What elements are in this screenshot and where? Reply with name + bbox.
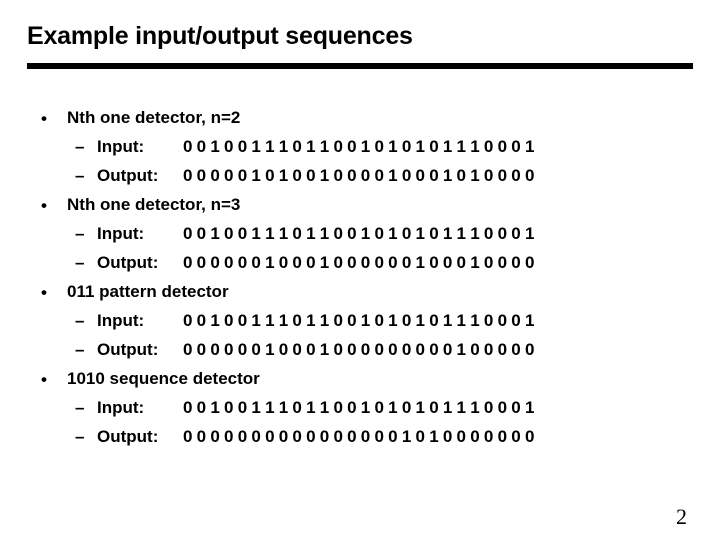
output-label: Output: — [97, 253, 159, 272]
bullet-heading: Nth one detector, n=3 — [67, 195, 241, 214]
output-label: Output: — [97, 166, 159, 185]
input-label: Input: — [97, 224, 145, 243]
input-label: Input: — [97, 311, 145, 330]
output-row: – Output: 0 0 0 0 0 0 0 0 0 0 0 0 0 0 0 … — [0, 427, 720, 456]
bullet-dot-icon: • — [41, 283, 47, 302]
dash-icon: – — [75, 398, 85, 417]
input-bits: 0 0 1 0 0 1 1 1 0 1 1 0 0 1 0 1 0 1 0 1 … — [183, 311, 535, 330]
bullet-dot-icon: • — [41, 370, 47, 389]
output-bits: 0 0 0 0 0 0 1 0 0 0 1 0 0 0 0 0 0 0 0 0 … — [183, 340, 535, 359]
output-row: – Output: 0 0 0 0 0 0 1 0 0 0 1 0 0 0 0 … — [0, 340, 720, 369]
output-bits: 0 0 0 0 0 0 1 0 0 0 1 0 0 0 0 0 0 1 0 0 … — [183, 253, 535, 272]
title-underline-rule — [27, 63, 693, 69]
input-row: – Input: 0 0 1 0 0 1 1 1 0 1 1 0 0 1 0 1… — [0, 224, 720, 253]
output-bits: 0 0 0 0 0 0 0 0 0 0 0 0 0 0 0 0 1 0 1 0 … — [183, 427, 535, 446]
dash-icon: – — [75, 340, 85, 359]
input-bits: 0 0 1 0 0 1 1 1 0 1 1 0 0 1 0 1 0 1 0 1 … — [183, 398, 535, 417]
bullet-heading: 011 pattern detector — [67, 282, 229, 301]
input-row: – Input: 0 0 1 0 0 1 1 1 0 1 1 0 0 1 0 1… — [0, 137, 720, 166]
bullet-dot-icon: • — [41, 109, 47, 128]
output-row: – Output: 0 0 0 0 0 0 1 0 0 0 1 0 0 0 0 … — [0, 253, 720, 282]
output-bits: 0 0 0 0 0 1 0 1 0 0 1 0 0 0 0 1 0 0 0 1 … — [183, 166, 535, 185]
input-bits: 0 0 1 0 0 1 1 1 0 1 1 0 0 1 0 1 0 1 0 1 … — [183, 137, 535, 156]
dash-icon: – — [75, 166, 85, 185]
page-number: 2 — [676, 504, 687, 529]
bullet-1010-sequence: • 1010 sequence detector — [0, 369, 720, 398]
bullet-011-pattern: • 011 pattern detector — [0, 282, 720, 311]
dash-icon: – — [75, 253, 85, 272]
input-row: – Input: 0 0 1 0 0 1 1 1 0 1 1 0 0 1 0 1… — [0, 398, 720, 427]
dash-icon: – — [75, 137, 85, 156]
output-label: Output: — [97, 340, 159, 359]
output-row: – Output: 0 0 0 0 0 1 0 1 0 0 1 0 0 0 0 … — [0, 166, 720, 195]
output-label: Output: — [97, 427, 159, 446]
bullet-nth-one-n2: • Nth one detector, n=2 — [0, 108, 720, 137]
bullet-nth-one-n3: • Nth one detector, n=3 — [0, 195, 720, 224]
input-label: Input: — [97, 398, 145, 417]
dash-icon: – — [75, 311, 85, 330]
bullet-dot-icon: • — [41, 196, 47, 215]
input-row: – Input: 0 0 1 0 0 1 1 1 0 1 1 0 0 1 0 1… — [0, 311, 720, 340]
slide-body: • Nth one detector, n=2 – Input: 0 0 1 0… — [0, 108, 720, 456]
dash-icon: – — [75, 427, 85, 446]
slide-title: Example input/output sequences — [27, 22, 413, 50]
input-bits: 0 0 1 0 0 1 1 1 0 1 1 0 0 1 0 1 0 1 0 1 … — [183, 224, 535, 243]
dash-icon: – — [75, 224, 85, 243]
bullet-heading: 1010 sequence detector — [67, 369, 260, 388]
bullet-heading: Nth one detector, n=2 — [67, 108, 241, 127]
input-label: Input: — [97, 137, 145, 156]
